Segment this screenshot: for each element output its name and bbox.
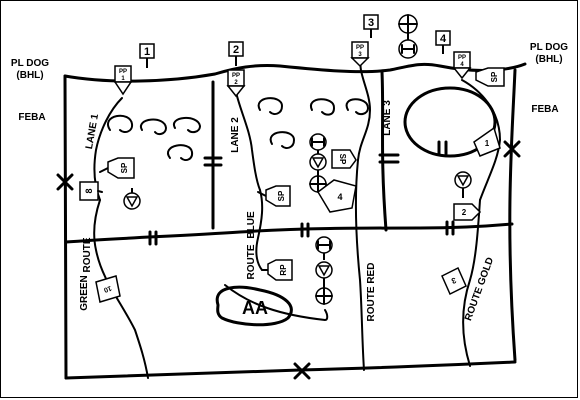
lane-3-label: LANE 3 [382,100,393,136]
assembly-area-label: AA [242,298,268,318]
pp-4-top: PP [458,55,466,61]
obstacle-cluster-lane-2 [257,97,369,149]
passage-point-2: PP 2 [226,69,246,98]
pp-1-top: PP [119,69,127,75]
feba-gap-mark-1 [148,230,158,246]
pp-3-num: 3 [358,52,362,58]
passage-point-4: PP 4 [452,51,472,80]
route-red-line [354,159,365,371]
control-point-symbol-route-blue [315,236,333,305]
boundary-x-marker-left [56,173,74,191]
lane-4-line [461,79,501,201]
route-green-label-b: GREEN [79,275,90,311]
feba-left-label: FEBA [18,112,45,123]
pl-dog-left-label: PL DOG [11,58,49,69]
rp-flag-text: RP [279,264,288,276]
boundary-x-marker-bottom [293,362,311,380]
lane-2-label: LANE 2 [230,117,241,153]
feba-gap-mark-3 [445,220,455,236]
lane-number-box-4: 4 [435,30,451,54]
pp-1-num: 1 [121,76,125,82]
sp-flag-lane-4-text: SP [490,71,499,82]
lane-number-1: 1 [144,46,150,58]
control-point-symbol-lane-2 [309,133,327,193]
bhl-left-label: (BHL) [16,70,43,81]
flag-number-4: 4 [337,192,342,202]
lane-number-box-2: 2 [228,41,244,66]
sp-flag-lane-3: SP [331,149,357,169]
sp-flag-lane-2-text: SP [277,190,286,201]
pp-4-num: 4 [460,62,464,68]
boundary-x-marker-right [503,140,521,158]
numbered-flag-8: 8 [79,181,103,201]
flag-number-3: 3 [450,276,458,286]
sp-flag-lane-2: SP [257,185,291,207]
left-boundary [63,74,68,380]
aa-connector-line [224,284,329,321]
flag-number-10: 10 [103,284,113,293]
lane-gap-mark-2 [378,153,400,164]
lane-1-label: LANE 1 [84,113,101,150]
assembly-area: AA [215,285,293,327]
feba-line [64,222,514,244]
sp-flag-lane-3-text: SP [338,154,347,165]
target-reference-symbol-top [398,14,418,59]
numbered-flag-3: 3 [441,266,467,296]
route-green-label-a: ROUTE [82,237,93,272]
bhl-right-label: (BHL) [535,54,562,65]
numbered-flag-2: 2 [453,203,482,221]
numbered-flag-10: 10 [95,275,121,303]
lane-3-line [357,57,371,161]
lane-number-box-3: 3 [363,14,379,38]
numbered-flag-1: 1 [473,126,501,157]
marker-symbol-lane-4 [454,171,472,198]
sp-flag-lane-1-text: SP [120,162,129,173]
pp-3-top: PP [356,45,364,51]
right-boundary [508,68,517,362]
phase-line-dog [63,62,527,83]
numbered-flag-4: 4 [317,179,357,213]
bottom-boundary [64,360,517,380]
flag-number-2: 2 [462,208,467,217]
pl-dog-right-label: PL DOG [530,42,568,53]
route-green-label: ROUTE GREEN [79,237,93,311]
feba-right-label: FEBA [531,104,558,115]
route-blue-label-bottom: ROUTE [246,244,257,279]
oval-gap-mark [437,140,448,156]
feba-gap-mark-2 [300,222,310,238]
sp-flag-lane-1: SP [99,157,135,179]
route-blue-label-top: BLUE [246,211,257,239]
pp-2-top: PP [232,73,240,79]
passage-point-3: PP 3 [350,41,370,68]
sp-flag-lane-4: SP [475,67,505,87]
marker-symbol-lane-1 [123,188,141,210]
lane-number-3: 3 [368,17,374,29]
lane-number-4: 4 [440,33,447,45]
lane-boundary-2-3 [380,70,388,232]
lane-gap-mark-1 [203,156,223,167]
lane-number-2: 2 [233,44,239,56]
route-blue-line [255,189,264,271]
large-obstacle-oval [403,86,497,158]
route-red-label: ROUTE RED [366,263,377,322]
flag-number-8: 8 [84,188,94,193]
pp-2-num: 2 [234,80,238,86]
route-gold-line [462,199,481,367]
lane-number-box-1: 1 [139,43,155,68]
passage-point-1: PP 1 [113,65,133,96]
lane-2-line [235,91,261,191]
obstacle-cluster-lane-1 [107,114,201,161]
flag-number-1: 1 [485,139,490,148]
rp-flag-route-blue: RP [261,259,293,281]
